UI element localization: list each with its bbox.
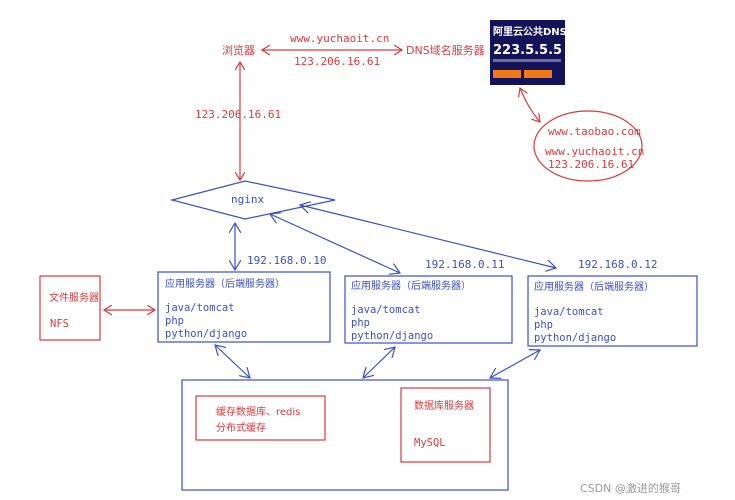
server3-ip: 192.168.0.12 (578, 258, 657, 271)
browser-nginx-ip: 123.206.16.61 (195, 108, 281, 121)
dns-to-records-arrow (520, 88, 540, 122)
nginx-server3-arrow (300, 205, 556, 268)
dns-card-button-2 (524, 70, 552, 78)
server-stack-item: php (534, 319, 553, 331)
dns-record-2: www.yuchaoit.cn (545, 145, 644, 158)
browser-label: 浏览器 (222, 43, 255, 57)
cache-line1: 缓存数据库、redis (216, 405, 300, 418)
server-stack-item: java/tomcat (351, 304, 421, 316)
nginx-label: nginx (231, 193, 264, 206)
server-stack-item: php (165, 315, 184, 327)
file-server-title: 文件服务器 (49, 291, 99, 304)
browser-dns-domain: www.yuchaoit.cn (290, 32, 389, 45)
dns-card-ip: 223.5.5.5 (493, 43, 562, 58)
watermark: CSDN @激进的猴哥 (580, 481, 681, 495)
server-stack-item: python/django (351, 330, 433, 342)
server-title: 应用服务器（后端服务器） (534, 280, 654, 293)
dns-server-label: DNS域名服务器 (406, 43, 485, 57)
app-server-3: 应用服务器（后端服务器） java/tomcat php python/djan… (527, 275, 698, 347)
dns-card-title: 阿里云公共DNS (493, 25, 567, 38)
app-server-2: 应用服务器（后端服务器） java/tomcat php python/djan… (344, 275, 513, 344)
server-stack-item: java/tomcat (534, 306, 604, 318)
dns-record-3: 123.206.16.61 (548, 158, 634, 171)
server1-ip: 192.168.0.10 (247, 254, 326, 267)
server3-storage-arrow (490, 350, 540, 378)
file-server-type: NFS (50, 318, 69, 330)
database-box: 数据库服务器 MySQL (400, 387, 491, 463)
app-server-1: 应用服务器（后端服务器） java/tomcat php python/djan… (157, 271, 331, 343)
dns-card-button-1 (493, 70, 521, 78)
file-server: 文件服务器 NFS (39, 275, 101, 341)
dns-card: 阿里云公共DNS 223.5.5.5 (490, 20, 567, 85)
server1-storage-arrow (215, 345, 250, 378)
server-title: 应用服务器（后端服务器） (165, 277, 285, 290)
server-title: 应用服务器（后端服务器） (351, 279, 471, 292)
server-stack-item: python/django (534, 332, 616, 344)
cache-line2: 分布式缓存 (216, 421, 266, 434)
dns-record-1: www.taobao.com (548, 125, 641, 138)
browser-dns-ip: 123.206.16.61 (294, 55, 380, 68)
cache-box: 缓存数据库、redis 分布式缓存 (195, 395, 326, 441)
server2-storage-arrow (363, 347, 395, 378)
database-title: 数据库服务器 (414, 399, 474, 412)
dns-records-ellipse (533, 110, 643, 182)
nginx-node (169, 180, 336, 220)
server2-ip: 192.168.0.11 (425, 258, 504, 271)
storage-layer (181, 379, 509, 491)
server-stack-item: python/django (165, 328, 247, 340)
database-type: MySQL (414, 437, 446, 449)
server-stack-item: java/tomcat (165, 302, 235, 314)
server-stack-item: php (351, 317, 370, 329)
